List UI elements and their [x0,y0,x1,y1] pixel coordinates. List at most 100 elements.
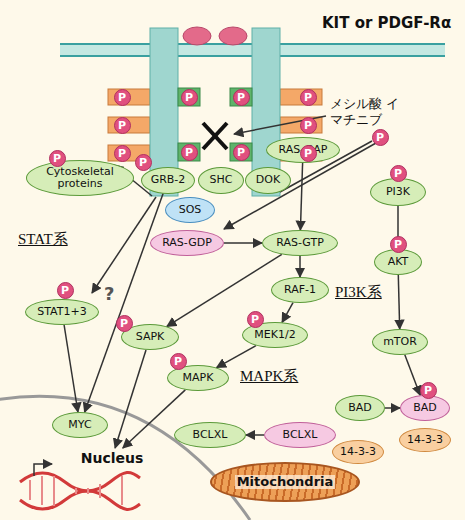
receptor-arm [280,117,322,133]
protein-oval: 14-3-3 [332,440,384,464]
receptor-arm [280,89,322,105]
protein-oval: 14-3-3 [399,428,451,452]
signal-arrow [64,325,78,412]
signal-arrow [282,303,293,323]
drug-name: メシル酸 イマチニブ [330,96,402,129]
kinase-block [178,88,200,106]
kinase-block [230,88,252,106]
signal-arrow [224,242,262,244]
ligand [183,27,211,45]
protein-oval: RAF-1 [271,277,329,303]
node-text: MYC [68,419,91,431]
protein-oval: mTOR [372,329,428,355]
signal-arrow [405,355,420,395]
kinase-block [178,143,200,161]
phospho-mark: P [114,89,131,106]
pathway-name: PI3K系 [335,283,382,302]
transcription-arrow [34,464,52,476]
mitochondria-oval: Mitochondria [210,462,360,502]
phospho-mark: P [135,154,152,171]
phospho-mark: P [390,236,407,253]
protein-oval: BAD [335,395,385,421]
node-text: PI3K [386,186,410,198]
kinase-block [230,143,252,161]
node-text: BAD [348,402,372,414]
protein-oval: PI3K [370,178,426,206]
signal-arrow [246,434,264,436]
node-text: DOK [256,174,280,186]
phospho-mark: P [372,129,389,146]
phospho-mark: P [57,282,74,299]
node-text: RAS-GDP [162,237,212,249]
node-text: RAS-GTP [276,237,324,249]
pathway-name: MAPK系 [240,367,298,386]
receptor-arm [108,117,150,133]
phospho-mark: P [233,144,250,161]
node-text: MAPK [183,372,214,384]
phospho-mark: P [247,311,264,328]
phospho-mark: P [181,89,198,106]
signal-arrow [398,275,399,329]
phospho-mark: P [233,89,250,106]
protein-oval: GRB-2 [141,167,195,194]
inhibition-cross [203,123,227,149]
protein-oval: Cytoskeletal proteins [26,160,134,196]
receptor-arm [108,89,150,105]
nucleus-label: Nucleus [75,448,149,468]
phospho-mark: P [116,315,133,332]
protein-oval: RAS-GDP [150,230,224,256]
node-text: Nucleus [81,451,144,466]
phospho-mark: P [170,353,187,370]
protein-oval: STAT1+3 [25,299,99,325]
phospho-mark: P [300,117,317,134]
phospho-mark: P [181,144,198,161]
signal-arrow [299,256,301,277]
node-text: MEK1/2 [254,329,295,341]
signal-arrow [217,346,256,368]
protein-oval: SHC [198,167,244,194]
protein-oval: SOS [165,197,215,223]
phospho-mark: P [114,145,131,162]
drug-arrow [234,116,326,134]
protein-oval: MYC [52,412,108,438]
signal-arrow [300,163,302,230]
signal-arrow [85,193,164,412]
unknown-mark: ? [104,283,114,304]
phospho-mark: P [300,145,317,162]
node-text: Cytoskeletal proteins [30,166,130,189]
node-text: STAT1+3 [37,306,86,318]
inhibition-cross [203,123,227,149]
node-text: AKT [388,256,409,268]
pathway-name: STAT系 [18,230,68,249]
phospho-mark: P [114,117,131,134]
ligand [219,27,247,45]
node-text: Mitochondria [235,475,336,489]
protein-oval: RAS-GTP [262,230,338,256]
protein-oval: BCLXL [264,422,336,448]
protein-oval: DOK [245,167,291,194]
node-text: 14-3-3 [340,446,376,458]
node-text: mTOR [383,336,417,348]
signal-arrow [224,143,376,229]
protein-oval: BAD [400,395,450,421]
node-text: 14-3-3 [407,434,443,446]
phospho-mark: P [300,89,317,106]
protein-oval: BCLXL [174,422,246,448]
node-text: SHC [210,174,233,186]
signal-arrow [167,254,282,326]
signal-arrow [385,407,400,409]
dna-rungs [30,476,122,506]
phospho-mark: P [420,382,437,399]
node-text: BAD [413,402,437,414]
protein-oval: AKT [374,249,422,275]
receptor-name: KIT or PDGF-Rα [322,14,451,32]
node-text: SAPK [136,331,165,343]
node-text: BCLXL [283,429,318,441]
node-text: GRB-2 [151,174,186,186]
node-text: SOS [179,204,202,216]
phospho-mark: P [49,150,66,167]
signal-arrow [115,350,146,448]
node-text: RAF-1 [284,284,316,296]
phospho-mark: P [390,165,407,182]
node-text: BCLXL [193,429,228,441]
